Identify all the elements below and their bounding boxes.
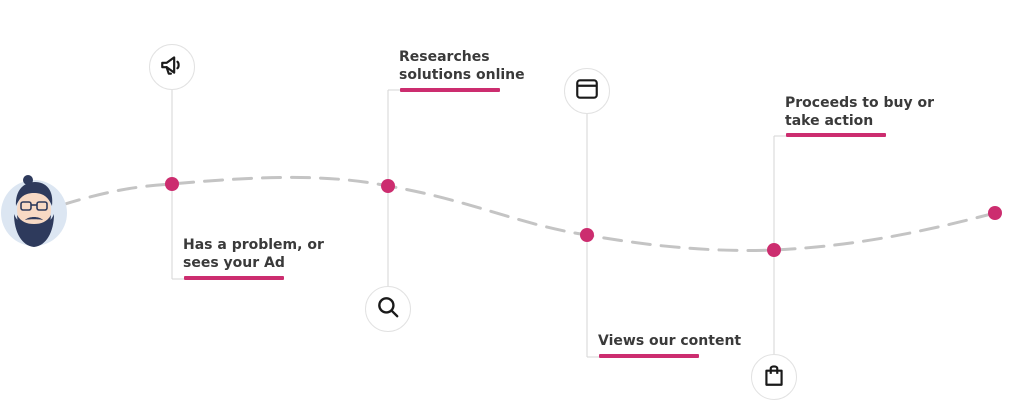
step-4-label: Proceeds to buy or take action	[785, 95, 934, 129]
milestone-dot-4	[767, 243, 781, 257]
journey-path	[60, 175, 997, 252]
milestone-dot-3	[580, 228, 594, 242]
step-3-underline	[599, 354, 699, 358]
bearded-man-avatar	[1, 175, 67, 247]
avatar-glasses-right	[36, 201, 48, 211]
browser-window-icon	[574, 76, 600, 107]
step-2-underline	[400, 88, 500, 92]
step-1-underline	[184, 276, 284, 280]
avatar-mustache	[25, 217, 43, 220]
milestone-dot-2	[381, 179, 395, 193]
avatar-beard-lower	[17, 215, 51, 245]
step-1-label: Has a problem, or sees your Ad	[183, 237, 324, 271]
avatar-face	[17, 190, 51, 230]
step-3-icon-circle	[564, 68, 610, 114]
milestone-dot-1	[165, 177, 179, 191]
step-1-icon-circle	[149, 44, 195, 90]
shopping-bag-icon	[761, 362, 787, 393]
step-2-label: Researches solutions online	[399, 49, 525, 83]
step-2-icon-circle	[365, 286, 411, 332]
step-4-icon-circle	[751, 354, 797, 400]
megaphone-icon	[159, 52, 185, 83]
end-dot	[988, 206, 1002, 220]
avatar-hair-bun	[23, 175, 33, 185]
avatar-glasses-left	[20, 201, 32, 211]
avatar-hair	[15, 182, 53, 206]
search-icon	[375, 294, 401, 325]
step-3-label: Views our content	[598, 333, 742, 349]
step-4-underline	[786, 133, 886, 137]
